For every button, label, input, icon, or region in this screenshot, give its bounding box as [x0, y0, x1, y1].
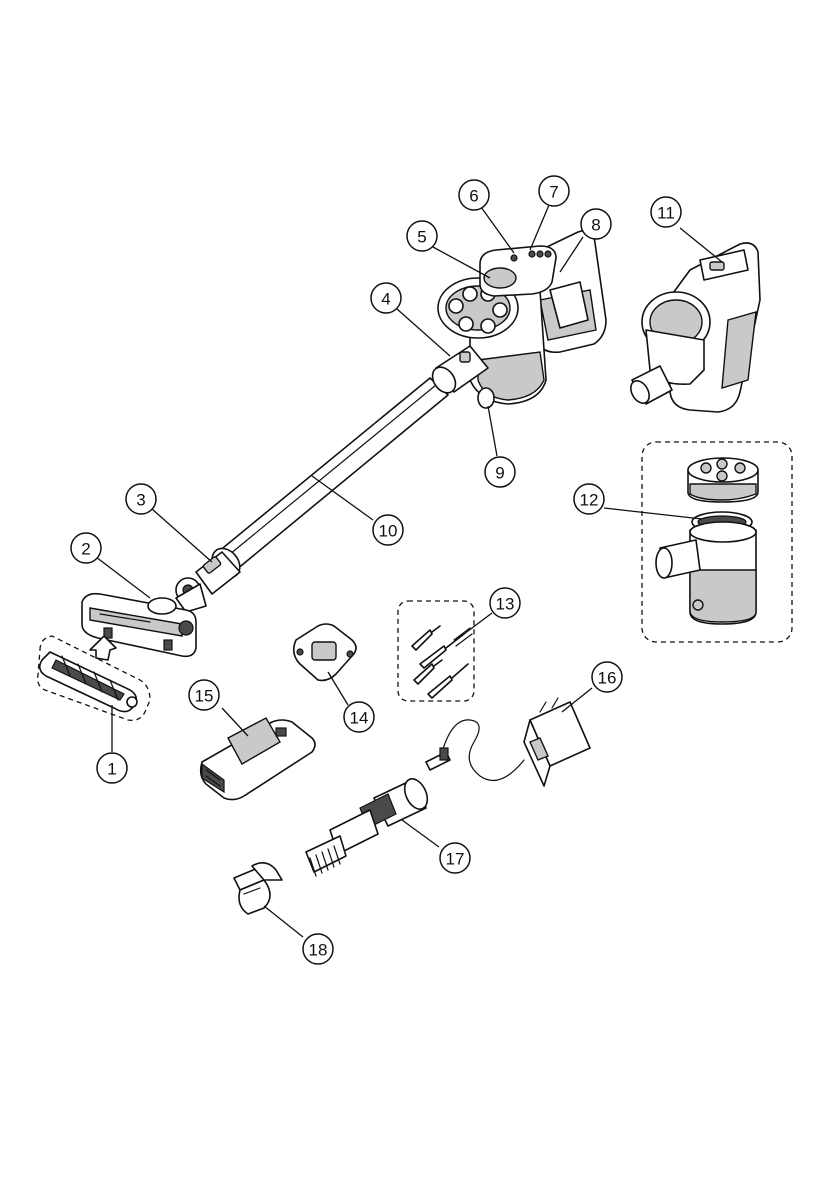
- callout-18: 18: [303, 934, 333, 964]
- roller-brush: [40, 652, 137, 712]
- callout-8: 8: [581, 209, 611, 239]
- callout-5: 5: [407, 221, 437, 251]
- callout-6-label: 6: [469, 187, 478, 206]
- callout-16-label: 16: [598, 669, 617, 688]
- extension-tube: [207, 378, 448, 583]
- callout-11: 11: [651, 197, 681, 227]
- callout-8-label: 8: [591, 216, 600, 235]
- callout-14-label: 14: [350, 709, 369, 728]
- callout-1-label: 1: [107, 760, 116, 779]
- handheld-main-unit: [428, 231, 606, 408]
- dust-cup-assembly: [656, 458, 758, 624]
- callout-9: 9: [485, 457, 515, 487]
- callout-9-label: 9: [495, 464, 504, 483]
- wall-mount-bracket: [294, 624, 356, 680]
- callout-2-label: 2: [81, 540, 90, 559]
- callout-16: 16: [592, 662, 622, 692]
- screws-and-wall-plugs: [412, 626, 472, 698]
- callout-1: 1: [97, 753, 127, 783]
- callout-14: 14: [344, 702, 374, 732]
- callout-15: 15: [189, 680, 219, 710]
- callout-2: 2: [71, 533, 101, 563]
- battery-pack: [201, 718, 315, 800]
- callout-10-label: 10: [379, 522, 398, 541]
- tube-joint-release: [176, 552, 240, 612]
- charger-adapter: [426, 698, 590, 786]
- callout-13-label: 13: [496, 595, 515, 614]
- callout-10: 10: [373, 515, 403, 545]
- leader-lines: [96, 205, 722, 937]
- callout-13: 13: [490, 588, 520, 618]
- callout-18-label: 18: [309, 941, 328, 960]
- callout-7-label: 7: [549, 183, 558, 202]
- callout-3-label: 3: [136, 491, 145, 510]
- callout-11-label: 11: [657, 204, 675, 223]
- callout-4-label: 4: [381, 290, 390, 309]
- handheld-motor-unit: [627, 243, 760, 412]
- clip-accessory: [234, 863, 282, 914]
- callout-17: 17: [440, 843, 470, 873]
- callout-12-label: 12: [580, 491, 599, 510]
- callout-4: 4: [371, 283, 401, 313]
- callout-6: 6: [459, 180, 489, 210]
- callout-7: 7: [539, 176, 569, 206]
- callout-15-label: 15: [195, 687, 214, 706]
- crevice-brush-tool: [306, 775, 432, 876]
- callout-5-label: 5: [417, 228, 426, 247]
- callout-3: 3: [126, 484, 156, 514]
- callout-17-label: 17: [446, 850, 465, 869]
- callout-12: 12: [574, 484, 604, 514]
